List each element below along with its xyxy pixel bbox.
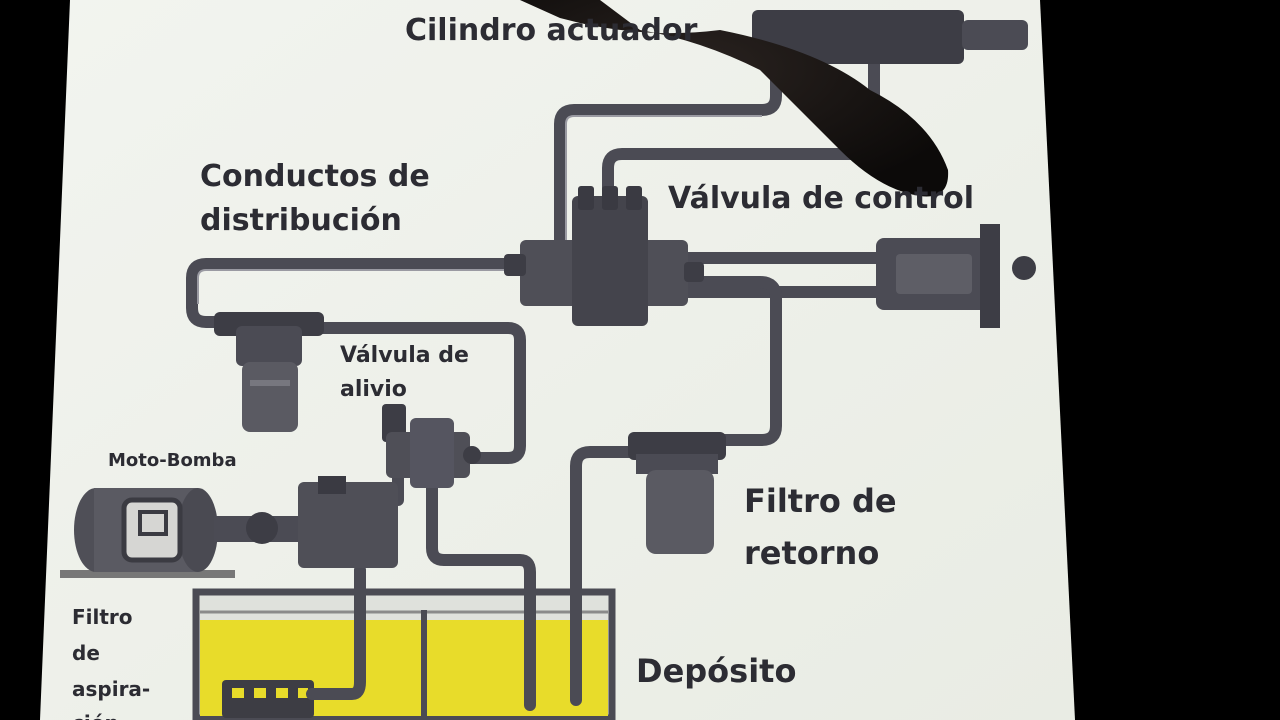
return-filter-icon: [628, 432, 726, 554]
label-control-valve: Válvula de control: [668, 181, 974, 216]
label-cylinder: Cilindro actuador: [405, 13, 698, 48]
distribution-filter-icon: [214, 312, 324, 432]
label-suction-filter-line4: ción: [72, 711, 119, 720]
relief-valve-icon: [382, 404, 481, 488]
hydraulic-motor-icon: [876, 224, 1036, 328]
label-motor-pump: Moto-Bomba: [108, 450, 237, 471]
label-relief-line2: alivio: [340, 377, 407, 402]
label-relief-line1: Válvula de: [340, 343, 469, 368]
label-suction-filter-line2: de: [72, 641, 100, 665]
label-tank: Depósito: [636, 652, 796, 690]
label-return-filter-line1: Filtro de: [744, 482, 897, 520]
finger-occlusion: [520, 0, 949, 197]
label-return-filter-line2: retorno: [744, 534, 879, 572]
actuator-cylinder-icon: [752, 10, 1028, 64]
label-suction-filter-line1: Filtro: [72, 605, 133, 629]
motor-pump-icon: [60, 476, 398, 578]
label-suction-filter-line3: aspira-: [72, 677, 150, 701]
suction-filter-icon: [222, 680, 314, 718]
label-ducts-line2: distribución: [200, 203, 402, 238]
label-ducts-line1: Conductos de: [200, 159, 430, 194]
control-valve-icon: [504, 186, 704, 326]
